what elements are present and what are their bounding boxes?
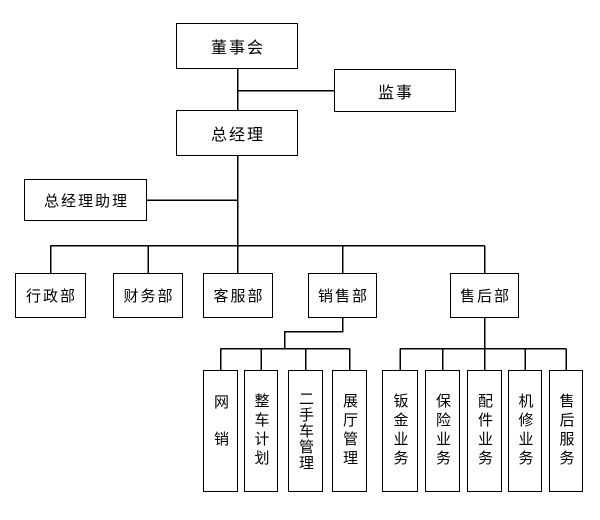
node-parts-business: 配件业务	[467, 370, 502, 492]
node-insurance-business: 保险业务	[425, 370, 460, 492]
node-mechanical-repair-business: 机修业务	[508, 370, 542, 492]
node-general-manager: 总经理	[176, 110, 298, 156]
node-after-sales-service: 售后服务	[549, 370, 583, 492]
node-finance-dept: 财务部	[113, 273, 183, 318]
node-showroom-management: 展厅管理	[332, 370, 367, 492]
node-board-of-directors: 董事会	[176, 23, 298, 69]
node-admin-dept: 行政部	[15, 273, 86, 318]
node-gm-assistant: 总经理助理	[24, 179, 147, 221]
node-vehicle-planning: 整车计划	[244, 370, 278, 492]
node-sales-dept: 销售部	[308, 273, 377, 318]
node-supervisor: 监事	[334, 69, 456, 112]
node-used-car-management: 二手车管理	[288, 370, 323, 492]
node-sheet-metal-business: 钣金业务	[382, 370, 418, 492]
node-after-sales-dept: 售后部	[450, 273, 519, 318]
node-online-sales: 网销	[203, 370, 238, 492]
connector-sales-drops	[219, 348, 351, 370]
connector-sales-feeder	[283, 318, 344, 349]
connector-dept-drops	[49, 245, 486, 273]
node-customer-service-dept: 客服部	[203, 273, 273, 318]
connector-aftersales-drops	[399, 348, 567, 370]
